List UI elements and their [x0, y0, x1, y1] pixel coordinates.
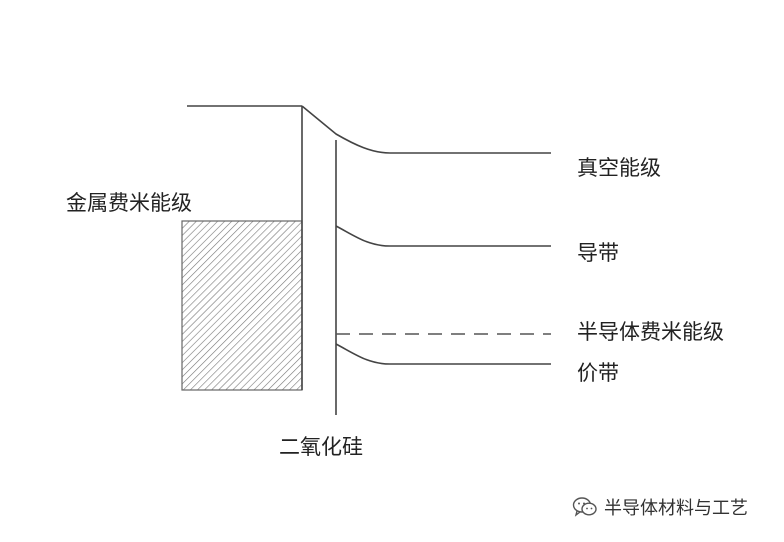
vacuum-level-label: 真空能级: [577, 156, 661, 180]
wechat-icon: [572, 496, 598, 522]
watermark: 半导体材料与工艺: [572, 496, 748, 522]
valence-band-label: 价带: [577, 361, 619, 385]
metal-filled-states-block: [181, 220, 303, 391]
conduction-band-label: 导带: [577, 241, 619, 265]
semiconductor-fermi-level-label: 半导体费米能级: [577, 320, 724, 344]
vacuum-level-curve: [301, 105, 551, 154]
metal-fermi-level-label: 金属费米能级: [66, 191, 192, 215]
valence-band-curve: [335, 343, 551, 365]
conduction-band-curve: [335, 225, 551, 247]
watermark-text: 半导体材料与工艺: [604, 498, 748, 519]
oxide-label: 二氧化硅: [279, 435, 363, 459]
